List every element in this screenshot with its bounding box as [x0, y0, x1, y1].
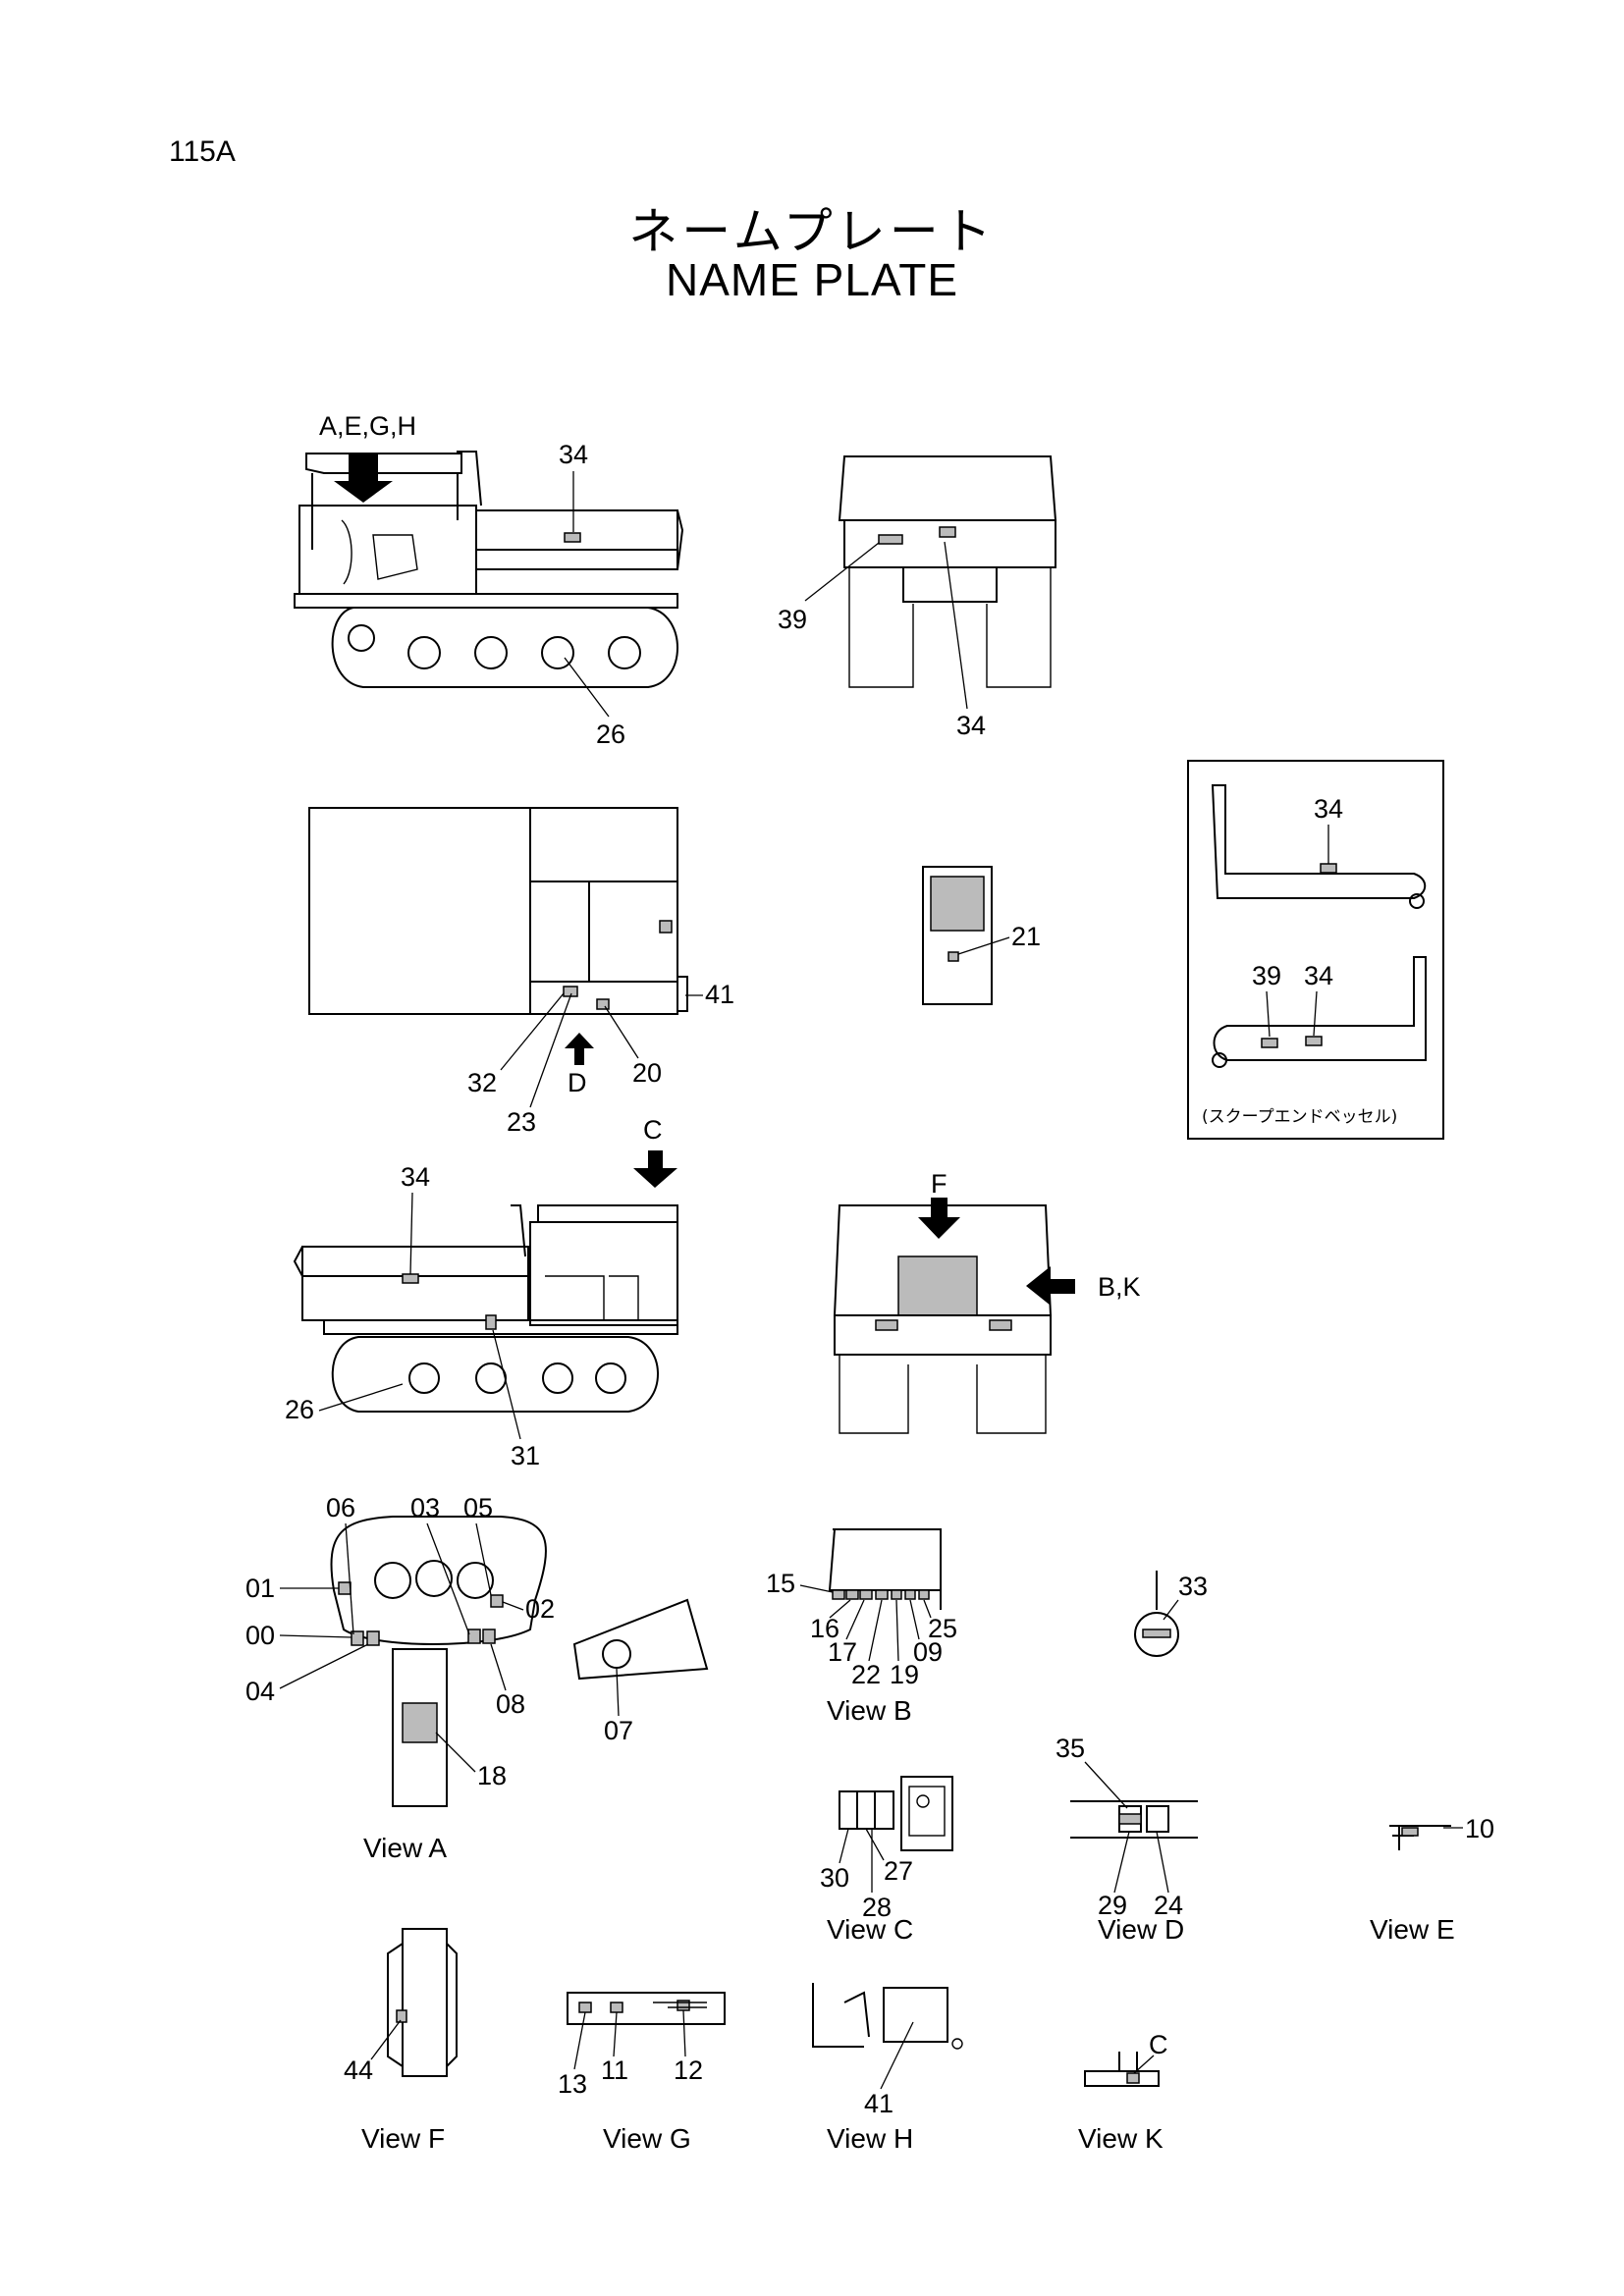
rear-view: 39 34 — [778, 455, 1057, 740]
va-label-00: 00 — [245, 1621, 275, 1650]
vb-label-16: 16 — [810, 1614, 839, 1643]
vg-label-13: 13 — [558, 2069, 587, 2099]
view-g: 13 11 12 View G — [558, 1992, 726, 2154]
vd-label-24: 24 — [1154, 1891, 1183, 1920]
vg-label-12: 12 — [674, 2056, 703, 2085]
label-23: 23 — [507, 1107, 536, 1137]
va-label-01: 01 — [245, 1574, 275, 1603]
vb-label-15: 15 — [766, 1569, 795, 1598]
vb-label-17: 17 — [828, 1637, 857, 1667]
view-e: 10 View E — [1370, 1814, 1494, 1945]
view-c: 30 27 28 View C — [820, 1776, 953, 1945]
inset-label-34a: 34 — [1314, 794, 1343, 824]
view-b-caption: View B — [827, 1695, 912, 1726]
va-label-18: 18 — [477, 1761, 507, 1790]
view-k: C View K — [1078, 2030, 1168, 2154]
inset-box: 34 39 34 (スクープエンドベッセル) — [1187, 760, 1444, 1140]
view-d-caption: View D — [1098, 1914, 1184, 1945]
vh-label-41: 41 — [864, 2089, 893, 2118]
vb-label-19: 19 — [890, 1660, 919, 1689]
page-code: 115A — [169, 135, 236, 168]
view-a-caption: View A — [363, 1833, 447, 1863]
label-34-side2: 34 — [401, 1162, 430, 1192]
view-h: 41 View H — [812, 1983, 963, 2154]
vc-label-28: 28 — [862, 1893, 892, 1922]
label-39: 39 — [778, 605, 807, 634]
va-label-03: 03 — [410, 1493, 440, 1522]
view-k-caption: View K — [1078, 2123, 1164, 2154]
va-label-07: 07 — [604, 1716, 633, 1745]
label-32: 32 — [467, 1068, 497, 1097]
label-21: 21 — [1011, 922, 1041, 951]
va-label-02: 02 — [525, 1594, 555, 1624]
vd-label-35: 35 — [1056, 1734, 1085, 1763]
top-view: D 32 23 20 41 — [308, 807, 734, 1137]
side-view-left: A,E,G,H 34 26 — [294, 411, 684, 749]
title-english: NAME PLATE — [666, 254, 958, 305]
vg-label-11: 11 — [601, 2056, 628, 2085]
va-label-06: 06 — [326, 1493, 355, 1522]
title-japanese: ネームプレート — [628, 203, 996, 260]
view-g-caption: View G — [603, 2123, 691, 2154]
label-26: 26 — [596, 720, 625, 749]
ve-label-10: 10 — [1465, 1814, 1494, 1843]
arrow-label-bk: B,K — [1098, 1272, 1141, 1302]
inset-caption: (スクープエンドベッセル) — [1202, 1107, 1397, 1127]
view-d: 35 29 24 View D — [1056, 1734, 1198, 1945]
label-34: 34 — [559, 440, 588, 469]
label-20: 20 — [632, 1058, 662, 1088]
vd-label-29: 29 — [1098, 1891, 1127, 1920]
panel-view: 21 — [922, 866, 1041, 1005]
part-33: 33 — [1134, 1571, 1208, 1657]
vk-label-c: C — [1149, 2030, 1168, 2059]
label-41: 41 — [705, 980, 734, 1009]
view-b: 15 16 17 22 19 09 25 View B — [766, 1528, 957, 1726]
arrow-label-d: D — [568, 1068, 587, 1097]
view-h-caption: View H — [827, 2123, 913, 2154]
label-26-side2: 26 — [285, 1395, 314, 1424]
va-label-08: 08 — [496, 1689, 525, 1719]
arrow-label-aegh: A,E,G,H — [319, 411, 416, 441]
label-31: 31 — [511, 1441, 540, 1470]
view-e-caption: View E — [1370, 1914, 1455, 1945]
arrow-label-f: F — [931, 1169, 947, 1199]
inset-label-34b: 34 — [1304, 961, 1333, 990]
arrow-label-c: C — [643, 1115, 663, 1145]
vb-label-25: 25 — [928, 1614, 957, 1643]
va-label-04: 04 — [245, 1677, 275, 1706]
vc-label-30: 30 — [820, 1863, 849, 1893]
front-view: F B,K — [833, 1169, 1141, 1434]
view-a: 06 03 05 01 02 00 04 08 18 07 View A — [245, 1493, 709, 1863]
vc-label-27: 27 — [884, 1856, 913, 1886]
label-33: 33 — [1178, 1572, 1208, 1601]
view-f-caption: View F — [361, 2123, 445, 2154]
side-view-right: C 34 26 31 — [285, 1115, 678, 1470]
view-f: 44 View F — [344, 1928, 458, 2154]
view-c-caption: View C — [827, 1914, 913, 1945]
vf-label-44: 44 — [344, 2056, 373, 2085]
va-label-05: 05 — [463, 1493, 493, 1522]
vb-label-09: 09 — [913, 1637, 943, 1667]
inset-label-39: 39 — [1252, 961, 1281, 990]
label-34-rear: 34 — [956, 711, 986, 740]
vb-label-22: 22 — [851, 1660, 881, 1689]
